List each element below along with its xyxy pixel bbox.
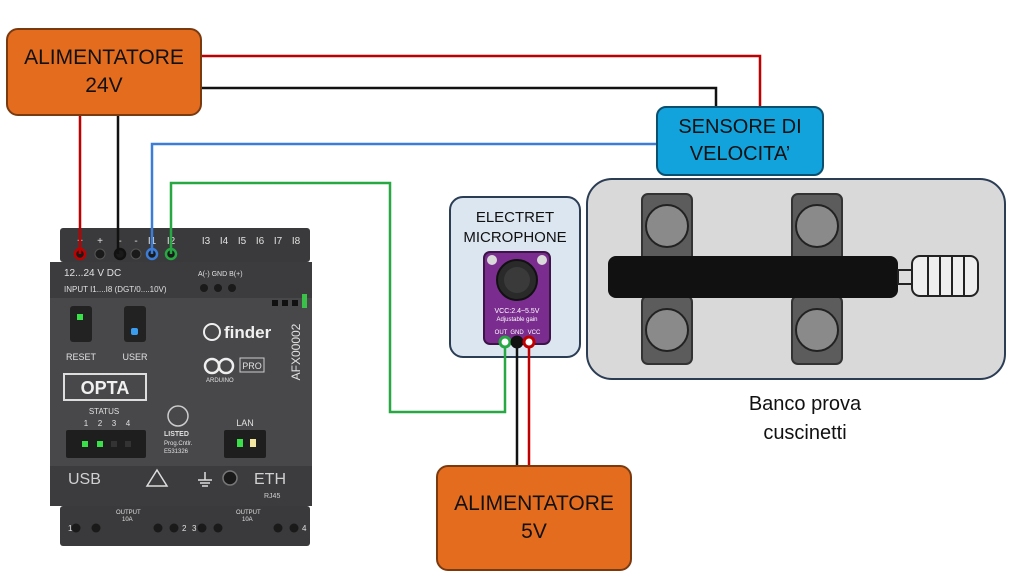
user-button[interactable] [124,306,146,342]
mic-out-connector [498,335,512,349]
wire-red-24v-sensor [202,54,762,106]
lan-led-box [224,430,266,458]
usb-label: USB [68,471,101,488]
eth-label: ETH [254,471,286,488]
plc-terminal-label: I6 [256,236,265,247]
plc-input-text: INPUT I1....I8 (DGT/0....10V) [64,285,167,294]
ul-listed-icon [167,405,189,427]
speed-sensor-label: SENSORE DI VELOCITA’ [678,116,802,165]
status-label: STATUS [89,407,119,416]
plc-supply-text: 12...24 V DC [64,268,121,279]
bearing-top-left [641,193,693,263]
status-number: 4 [126,419,131,428]
arduino-text: ARDUINO [206,378,234,384]
ground-icon [198,472,212,487]
status-number: 2 [98,419,103,428]
arduino-logo-icon [203,357,235,375]
plc-model: OPTA [81,378,130,398]
microphone-pin-out: OUT [495,330,508,336]
finder-opta-plc: + + - - I1 I2 I3 I4 I5 I6 I7 I8 12...24 … [50,228,312,546]
output-number: 2 [182,524,187,533]
plc-terminal-label: I5 [238,236,247,247]
power-supply-24v-label: ALIMENTATORE 24V [24,46,184,97]
bearing-bench-drawing [608,193,979,365]
microphone-label: ELECTRET MICROPHONE [463,209,567,246]
wire-green-mic-plc [169,181,507,414]
output-label: OUTPUT [116,510,141,516]
reset-button[interactable] [70,306,92,342]
microphone-pin-gnd: GND [510,330,524,336]
wire-blue-sensor-plc [150,142,656,254]
wire-black-24v-sensor [202,86,718,106]
status-number: 3 [112,419,117,428]
plc-rs485-text: A(-) GND B(+) [198,271,243,278]
shaft [608,256,898,298]
microphone-board: VCC:2.4~5.5V Adjustable gain OUT GND VCC [483,251,551,345]
output-current: 10A [242,517,253,523]
microphone-board-text-2: Adjustable gain [496,317,537,323]
plc-terminal-label: I3 [202,236,211,247]
user-label: USER [122,352,148,362]
plc-bottom-screws [71,523,299,533]
microphone-board-text-1: VCC:2.4~5.5V [495,308,540,315]
bearing-bottom-right [791,295,843,365]
status-number: 1 [84,419,89,428]
finder-logo-icon [203,323,221,341]
power-supply-5v: ALIMENTATORE 5V [436,465,632,571]
prog-text: Prog.Cntlr. [164,441,193,447]
reset-label: RESET [66,352,97,362]
listed-text: LISTED [164,431,189,438]
power-supply-24v: ALIMENTATORE 24V [6,28,202,116]
output-number: 3 [192,524,197,533]
plc-terminal-label: + [97,236,103,247]
plc-terminal-label: I4 [220,236,229,247]
mic-vcc-connector [522,335,536,349]
plc-rs485-screws [200,284,236,292]
output-label: OUTPUT [236,510,261,516]
output-current: 10A [122,517,133,523]
plc-terminal-label: - [118,236,121,247]
code-text: E531326 [164,449,189,455]
pro-text: PRO [242,361,262,371]
bearing-bench-caption: Banco prova cuscinetti [748,393,862,444]
motor-icon [897,255,979,297]
plc-terminal-label: I7 [274,236,283,247]
plc-serial: AFX00002 [289,323,303,380]
rj45-label: RJ45 [264,493,280,500]
plc-status-leds-top [272,294,307,308]
plc-brand: finder [224,323,272,342]
microphone-pin-vcc: VCC [528,330,541,336]
plc-terminal-label: - [134,236,137,247]
plc-terminal-label: I8 [292,236,301,247]
status-led-bar [66,430,146,458]
lan-label: LAN [236,418,254,428]
output-number: 1 [68,524,73,533]
power-supply-5v-label: ALIMENTATORE 5V [454,492,614,543]
plc-bottom-terminals [60,506,310,546]
speed-sensor: SENSORE DI VELOCITA’ [656,106,824,176]
mic-gnd-connector [510,335,524,349]
output-number: 4 [302,524,307,533]
warning-icon [145,468,169,487]
